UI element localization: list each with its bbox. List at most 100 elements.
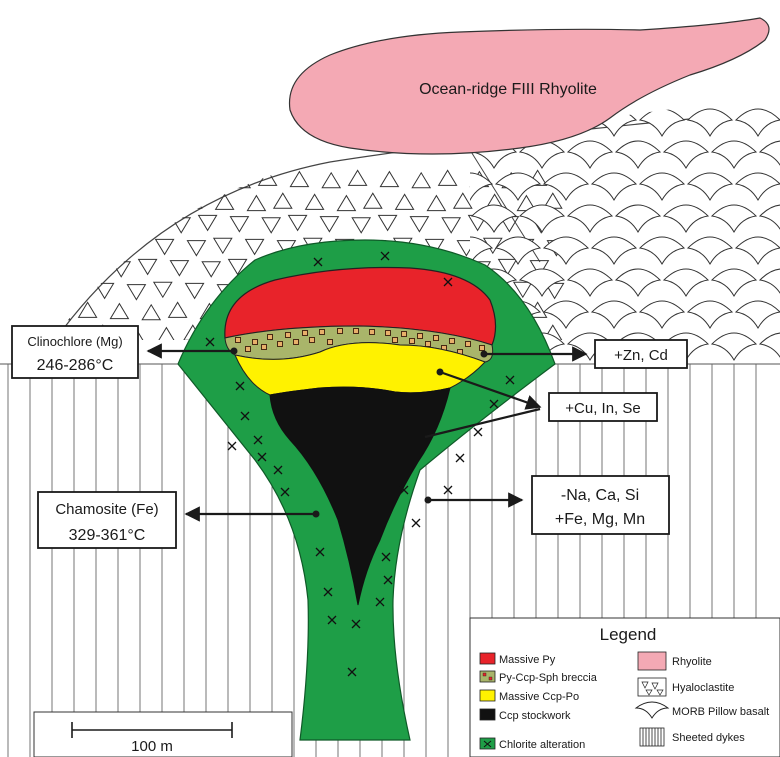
hyaloclastite-shard (259, 170, 277, 185)
pillow-lobe (592, 173, 636, 200)
pillow-lobe (640, 173, 684, 200)
hyaloclastite-shard (364, 193, 382, 208)
depletion-label: -Na, Ca, Si (561, 487, 639, 504)
hyaloclastite-shard (97, 241, 115, 256)
legend-swatch-breccia-clast (483, 673, 486, 676)
hyaloclastite-shard (396, 194, 414, 209)
hyaloclastite-shard (157, 196, 175, 211)
enrichment-label: +Fe, Mg, Mn (555, 511, 645, 528)
hyaloclastite-shard (64, 282, 82, 297)
hyaloclastite-shard (157, 328, 175, 343)
pillow-lobe (616, 141, 660, 168)
hyaloclastite-shard (230, 217, 248, 232)
hyaloclastite-shard (214, 238, 232, 253)
pillow-lobe (688, 173, 732, 200)
hyaloclastite-shard (142, 305, 160, 320)
pillow-lobe (712, 205, 756, 232)
hyaloclastite-shard (110, 172, 128, 187)
pillow-lobe (640, 109, 684, 136)
breccia-clast (286, 333, 291, 338)
pillow-lobe (688, 109, 732, 136)
breccia-clast (236, 338, 241, 343)
chlorite-x-mark (412, 519, 420, 527)
pillow-lobe (760, 333, 780, 360)
legend-swatch-hyaloclastite (638, 678, 666, 696)
hyaloclastite-shard (112, 262, 130, 277)
hyaloclastite-shard (79, 170, 97, 185)
breccia-clast (434, 336, 439, 341)
pillow-lobe (664, 141, 708, 168)
breccia-clast (410, 339, 415, 344)
breccia-clast (328, 340, 333, 345)
rhyolite-label: Ocean-ridge FIII Rhyolite (419, 81, 597, 98)
breccia-clast (426, 342, 431, 347)
breccia-clast (278, 342, 283, 347)
hyaloclastite-shard (52, 305, 70, 320)
breccia-clast (354, 329, 359, 334)
hyaloclastite-shard (156, 239, 174, 254)
pillow-lobe (568, 141, 612, 168)
pillow-lobe (568, 269, 612, 296)
hyaloclastite-shard (66, 239, 84, 254)
pillow-lobe (736, 301, 780, 328)
hyaloclastite-shard (262, 218, 280, 233)
hyaloclastite-shard (379, 215, 397, 230)
pillow-lobe (712, 333, 756, 360)
hyaloclastite-shard (79, 302, 97, 317)
pillow-lobe (712, 269, 756, 296)
cu-in-se-label: +Cu, In, Se (565, 400, 640, 417)
legend-label-stockwork: Ccp stockwork (499, 710, 571, 722)
breccia-clast (418, 334, 423, 339)
pillow-lobe (760, 205, 780, 232)
clinochlore-temp: 246-286°C (37, 357, 114, 374)
legend-swatch-breccia (480, 671, 495, 682)
breccia-clast (268, 335, 273, 340)
pillow-lobe (664, 269, 708, 296)
breccia-clast (262, 345, 267, 350)
hyaloclastite-shard (439, 170, 457, 185)
pillow-lobe (736, 173, 780, 200)
hyaloclastite-shard (289, 215, 307, 230)
legend-swatch-sheeted-dykes-lines (643, 728, 661, 746)
pillow-lobe (592, 237, 636, 264)
breccia-clast (294, 340, 299, 345)
hyaloclastite-shard (247, 196, 265, 211)
breccia-clast (320, 330, 325, 335)
legend-label-chlorite: Chlorite alteration (499, 739, 585, 751)
hyaloclastite-shard (274, 193, 292, 208)
hyaloclastite-shard (140, 217, 158, 232)
pillow-lobe (664, 205, 708, 232)
breccia-clast (303, 331, 308, 336)
legend-label-hyaloclastite: Hyaloclastite (672, 682, 734, 694)
chamosite-name: Chamosite (Fe) (55, 501, 158, 518)
hyaloclastite-shard (200, 172, 218, 187)
hyaloclastite-shard (454, 193, 472, 208)
hyaloclastite-shard (320, 217, 338, 232)
pillow-lobe (616, 205, 660, 232)
hyaloclastite-shard (322, 173, 340, 188)
element-change-arrow-dot (425, 497, 432, 504)
hyaloclastite-shard (306, 194, 324, 209)
pillow-lobe (760, 141, 780, 168)
zn-cd-label: +Zn, Cd (614, 347, 668, 364)
breccia-clast (480, 346, 485, 351)
cu-in-se-arrow-dot-a (437, 369, 444, 376)
zn-cd-arrow-dot (481, 351, 488, 358)
hyaloclastite-shard (337, 196, 355, 211)
pillow-lobe (616, 269, 660, 296)
pillow-lobe (736, 237, 780, 264)
pillow-lobe (736, 109, 780, 136)
pillow-lobe (712, 141, 756, 168)
hyaloclastite-shard (186, 283, 204, 298)
hyaloclastite-shard (52, 173, 70, 188)
hyaloclastite-shard (67, 196, 85, 211)
legend-swatch-rhyolite (638, 652, 666, 670)
legend-title: Legend (600, 625, 657, 644)
hyaloclastite-shard (110, 304, 128, 319)
pillow-lobe (760, 269, 780, 296)
chlorite-x-mark (228, 442, 236, 450)
hyaloclastite-shard (96, 283, 114, 298)
legend-swatch-massive-py (480, 653, 495, 664)
hyaloclastite-shard (154, 282, 172, 297)
